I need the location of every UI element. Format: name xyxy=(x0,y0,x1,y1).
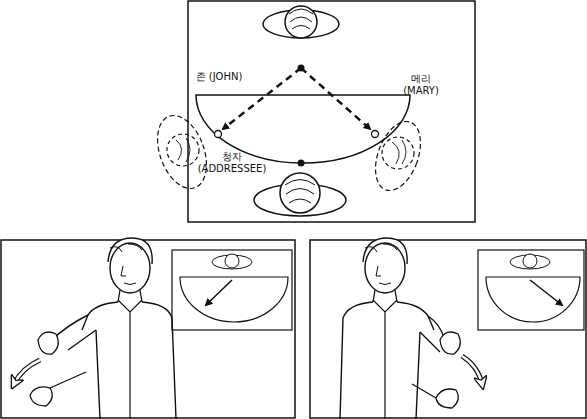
signer-hair xyxy=(289,9,313,29)
panel-frame xyxy=(310,240,586,418)
fist xyxy=(440,332,460,354)
inset-space xyxy=(486,277,580,322)
mary-head xyxy=(382,137,414,169)
pointing-arrow xyxy=(301,68,370,129)
head xyxy=(110,243,150,293)
face xyxy=(110,244,142,285)
inset-space xyxy=(180,277,288,322)
lower-hand xyxy=(30,372,86,406)
inset-signer xyxy=(212,255,252,269)
torso xyxy=(340,302,434,419)
figure-label: 청자 (ADDRESSEE) xyxy=(190,151,274,175)
inset-head xyxy=(523,254,537,268)
figure-label: 메리 (MARY) xyxy=(394,73,448,97)
neck xyxy=(373,290,397,302)
mary-hair xyxy=(392,140,406,164)
fist xyxy=(38,332,58,354)
inset-arrow xyxy=(206,280,232,305)
neck xyxy=(118,290,142,302)
face xyxy=(365,244,397,285)
addressee-head xyxy=(280,173,320,213)
shirt-collar xyxy=(118,300,142,419)
motion-arrow xyxy=(462,356,482,384)
inset-arrow xyxy=(530,280,562,305)
motion-arrow-outline xyxy=(462,356,482,384)
panel-frame xyxy=(1,240,295,418)
addressee-point xyxy=(298,160,305,167)
arm xyxy=(420,316,444,352)
locus-point xyxy=(372,131,379,138)
head xyxy=(365,243,405,293)
torso xyxy=(82,302,176,419)
john-figure xyxy=(148,109,215,195)
figure-label: 존 (JOHN) xyxy=(194,71,244,83)
motion-arrow xyxy=(14,360,40,384)
john-hair xyxy=(176,138,190,162)
inset-head xyxy=(225,254,239,268)
addressee-hair xyxy=(285,180,315,204)
lower-hand xyxy=(412,384,458,408)
shirt-collar xyxy=(373,300,397,419)
locus-point xyxy=(215,131,222,138)
mary-figure xyxy=(367,115,429,196)
john-head xyxy=(167,134,199,166)
motion-arrow-outline xyxy=(14,360,40,384)
inset-frame xyxy=(172,250,292,330)
signer-head xyxy=(285,6,317,38)
panel-frame xyxy=(188,1,475,222)
inset-frame xyxy=(478,250,584,330)
inset-signer xyxy=(510,255,550,269)
